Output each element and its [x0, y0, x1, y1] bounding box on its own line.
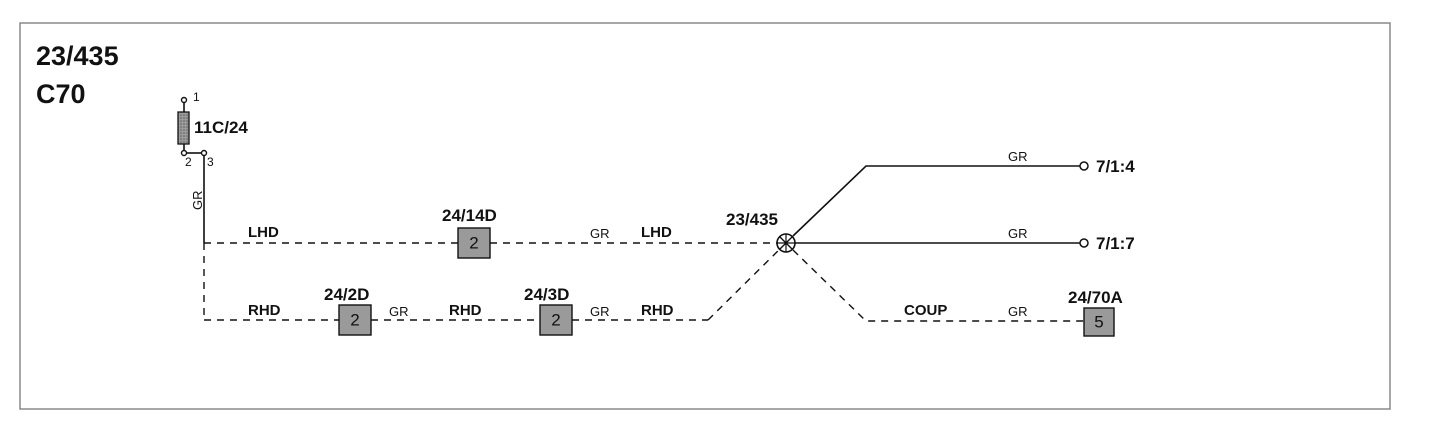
diagram-model: C70 [36, 79, 86, 109]
connector-24-3d-pin: 2 [551, 311, 560, 330]
output-wire-upper [792, 165, 1080, 237]
connector-24-2d-label: 24/2D [324, 285, 369, 304]
coup-wire [792, 249, 1084, 322]
fuse-pin-2: 2 [185, 155, 192, 169]
rhd-label-mid: RHD [449, 302, 482, 319]
feed-wire-color: GR [190, 191, 205, 211]
output-wire-middle-color: GR [1008, 226, 1028, 241]
connector-24-2d [338, 304, 372, 336]
connector-24-70a [1083, 307, 1115, 337]
fuse [177, 96, 208, 157]
connector-24-14d [457, 227, 491, 259]
diagram-code: 23/435 [36, 41, 119, 71]
connector-24-70a-label: 24/70A [1068, 288, 1123, 307]
splice-label: 23/435 [726, 210, 778, 229]
output-wire-upper-color: GR [1008, 149, 1028, 164]
connector-24-3d-label: 24/3D [524, 285, 569, 304]
coup-label: COUP [904, 302, 947, 319]
fuse-pin-1: 1 [193, 90, 200, 104]
connector-24-14d-pin: 2 [469, 234, 478, 253]
coup-wire-color: GR [1008, 304, 1028, 319]
rhd-wire-color-2: GR [590, 304, 610, 319]
connector-24-3d [539, 304, 573, 336]
lhd-label-left: LHD [248, 224, 279, 241]
fuse-pin-3: 3 [207, 155, 214, 169]
connector-24-70a-pin: 5 [1094, 313, 1103, 332]
terminal-upper-label: 7/1:4 [1096, 157, 1135, 176]
connector-24-2d-pin: 2 [350, 311, 359, 330]
terminal-upper [1079, 161, 1089, 171]
lhd-wire-color: GR [590, 226, 610, 241]
diagram-frame [19, 22, 1391, 410]
rhd-wire-rise [707, 242, 787, 321]
connector-24-14d-label: 24/14D [442, 206, 497, 225]
rhd-wire-color-1: GR [389, 304, 409, 319]
rhd-label-right: RHD [641, 302, 674, 319]
terminal-middle [1079, 238, 1089, 248]
fuse-label: 11C/24 [194, 118, 248, 137]
splice-point [776, 233, 796, 253]
terminal-middle-label: 7/1:7 [1096, 234, 1135, 253]
lhd-label-right: LHD [641, 224, 672, 241]
rhd-label-left: RHD [248, 302, 281, 319]
